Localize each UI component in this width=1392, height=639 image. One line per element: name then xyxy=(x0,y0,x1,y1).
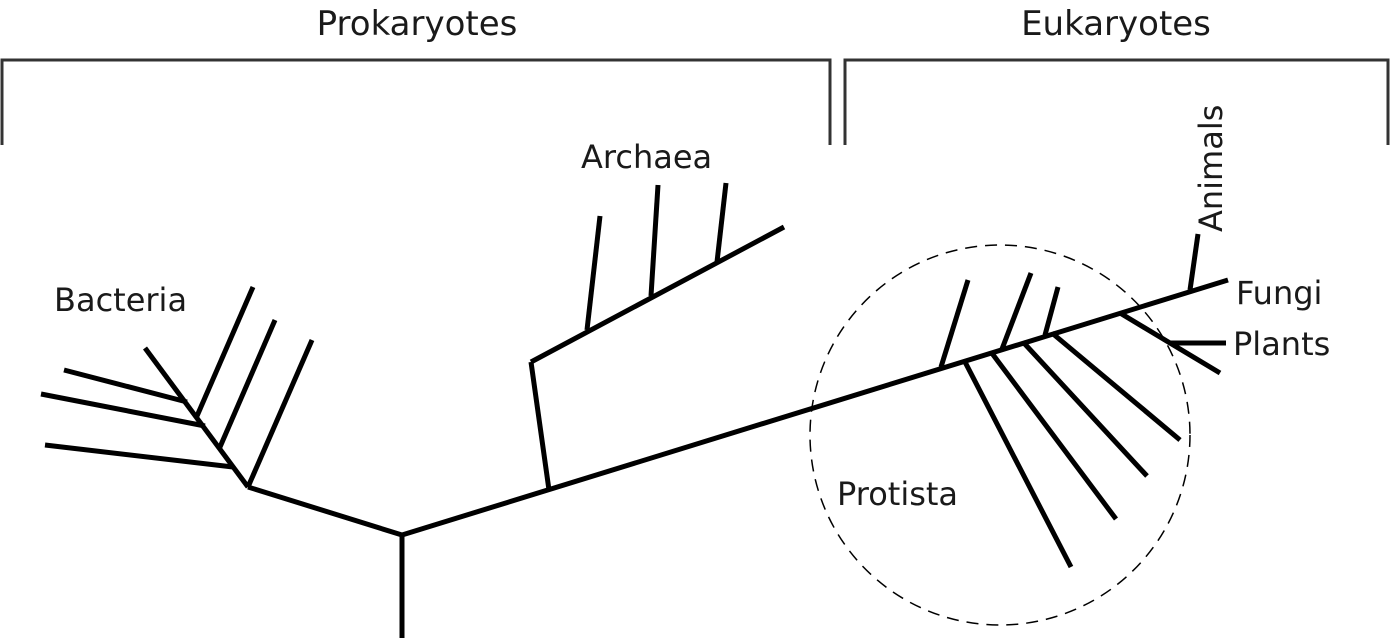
protista-clade xyxy=(938,272,1182,569)
main-trunk xyxy=(401,277,1229,538)
prokaryotes-bracket xyxy=(0,58,832,145)
eukaryotes-label: Eukaryotes xyxy=(1021,4,1211,44)
protista-leaf xyxy=(988,350,1119,521)
bacteria-stem xyxy=(247,484,403,538)
archaea-stem xyxy=(528,361,552,491)
bacteria-leaf xyxy=(245,339,315,488)
animals-label: Animals xyxy=(1192,105,1230,232)
archaea-leaf xyxy=(714,182,729,263)
plants-label: Plants xyxy=(1233,325,1330,363)
protista-leaf xyxy=(961,358,1074,569)
bacteria-leaf xyxy=(63,367,188,405)
bacteria-backbone xyxy=(142,346,251,489)
protista-leaf xyxy=(938,279,971,368)
archaea-leaf xyxy=(648,184,661,297)
bacteria-leaf xyxy=(44,442,234,470)
bacteria-leaf xyxy=(217,319,278,448)
fungi-label: Fungi xyxy=(1236,274,1322,312)
prokaryotes-label: Prokaryotes xyxy=(317,4,518,44)
archaea-label: Archaea xyxy=(581,138,712,176)
archaea-leaf xyxy=(584,215,603,331)
protista-leaf xyxy=(1021,340,1149,478)
protista-leaf xyxy=(1042,286,1061,336)
eukaryotes-bracket xyxy=(843,58,1390,145)
bacteria-label: Bacteria xyxy=(54,281,187,319)
plants-clade xyxy=(1118,310,1226,376)
bacteria-leaf xyxy=(40,391,206,429)
bacteria-leaf xyxy=(194,286,256,417)
animals-branch xyxy=(1187,233,1201,291)
protista-leaf xyxy=(999,272,1034,350)
phylogenetic-tree xyxy=(40,182,1229,638)
protista-circle xyxy=(809,244,1191,626)
bacteria-clade xyxy=(40,286,315,489)
archaea-backbone xyxy=(529,224,786,365)
protista-leaf xyxy=(1050,331,1182,442)
protista-label: Protista xyxy=(837,475,958,513)
archaea-clade xyxy=(528,182,786,491)
